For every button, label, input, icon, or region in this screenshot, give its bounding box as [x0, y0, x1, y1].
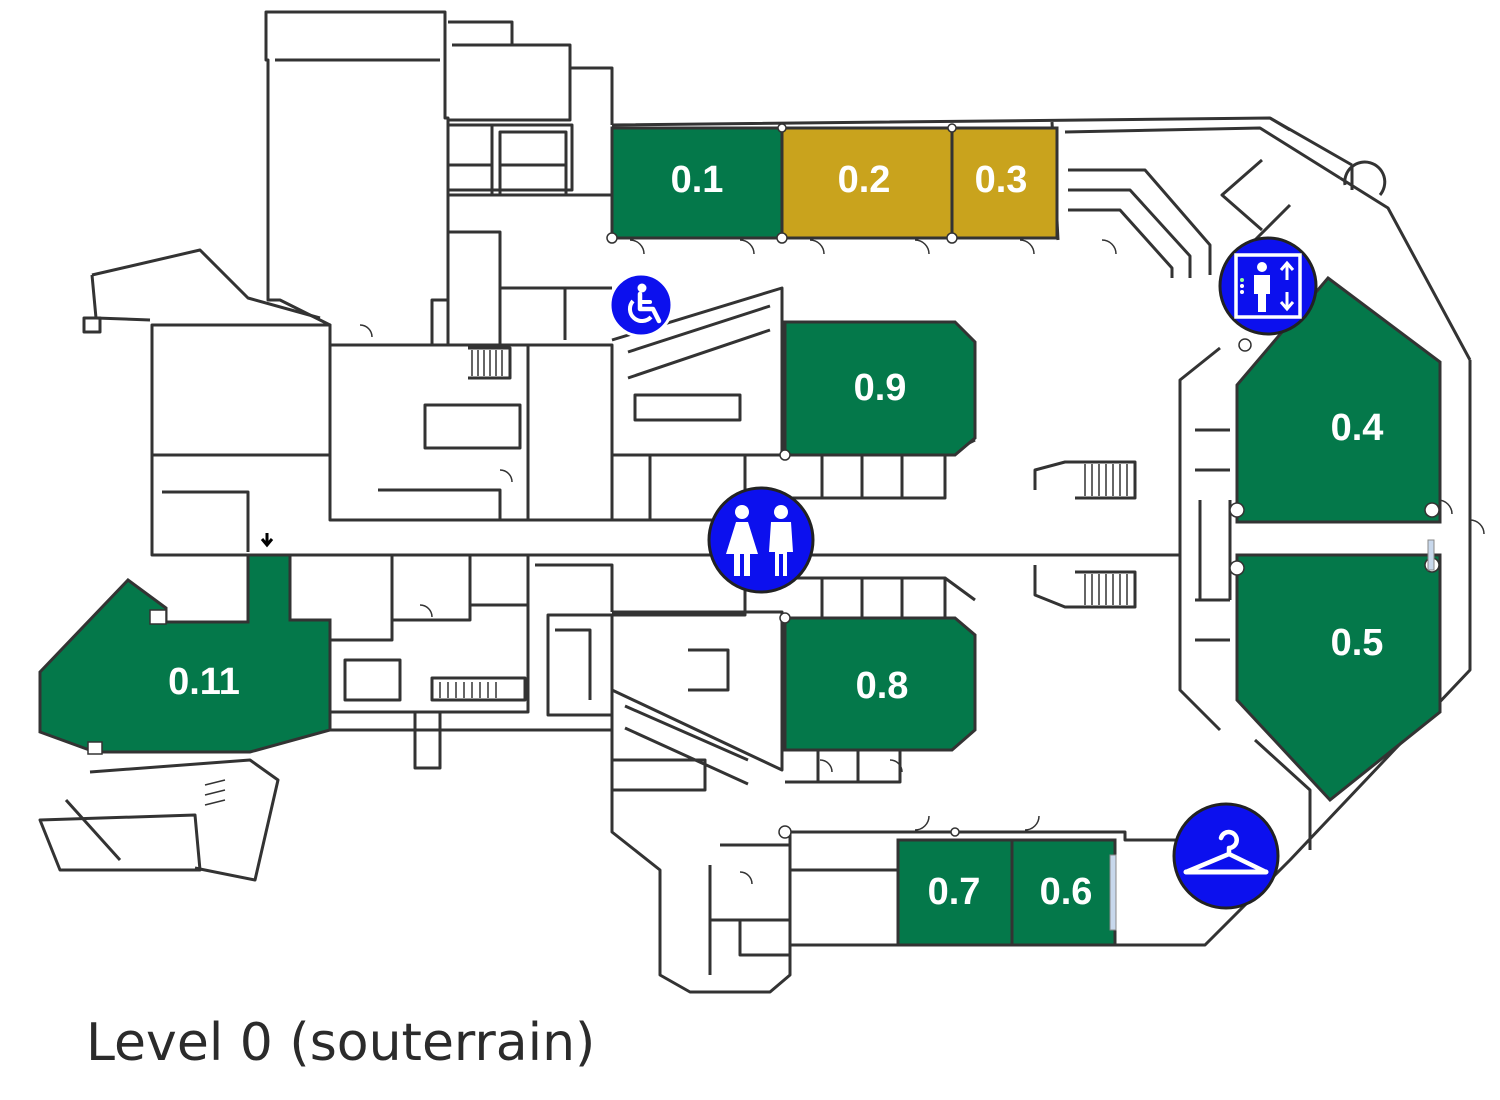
room-label-0-9: 0.9	[854, 367, 907, 409]
room-details	[87, 123, 1440, 839]
room-0-6[interactable]: 0.6	[1010, 838, 1117, 947]
coat-hanger-icon	[1172, 802, 1280, 910]
room-label-0-4: 0.4	[1331, 407, 1384, 449]
room-0-3[interactable]: 0.3	[950, 126, 1059, 240]
room-label-0-2: 0.2	[838, 159, 891, 201]
map-caption: Level 0 (souterrain)	[86, 1013, 596, 1073]
room-label-0-6: 0.6	[1040, 871, 1093, 913]
room-label-0-7: 0.7	[928, 871, 981, 913]
room-0-11[interactable]: 0.11	[38, 553, 332, 754]
door-swings	[359, 239, 1485, 885]
floor-plan-map: 0.1 0.2 0.3 0.4 0.5 0.6 0.7 0.8	[38, 10, 1485, 994]
entrance-arrow-icon	[260, 533, 274, 548]
restroom-icon	[707, 486, 815, 594]
room-0-4[interactable]: 0.4	[1235, 275, 1442, 524]
room-0-1[interactable]: 0.1	[610, 126, 784, 240]
room-0-7[interactable]: 0.7	[896, 838, 1014, 947]
room-label-0-8: 0.8	[856, 665, 909, 707]
room-label-0-3: 0.3	[975, 159, 1028, 201]
room-label-0-1: 0.1	[671, 159, 724, 201]
rooms: 0.1 0.2 0.3 0.4 0.5 0.6 0.7 0.8	[38, 126, 1442, 947]
room-0-9[interactable]: 0.9	[783, 320, 977, 457]
room-0-8[interactable]: 0.8	[783, 616, 977, 752]
building-walls	[38, 10, 1472, 994]
glass-partition-east	[1427, 539, 1435, 571]
room-label-0-5: 0.5	[1331, 622, 1384, 664]
glass-partition	[1109, 854, 1117, 931]
room-0-5[interactable]: 0.5	[1235, 553, 1442, 803]
room-label-0-11: 0.11	[168, 661, 240, 703]
room-0-2[interactable]: 0.2	[780, 126, 954, 240]
stair-treads	[204, 350, 1128, 806]
elevator-icon	[1218, 236, 1318, 336]
wheelchair-icon	[608, 272, 674, 338]
